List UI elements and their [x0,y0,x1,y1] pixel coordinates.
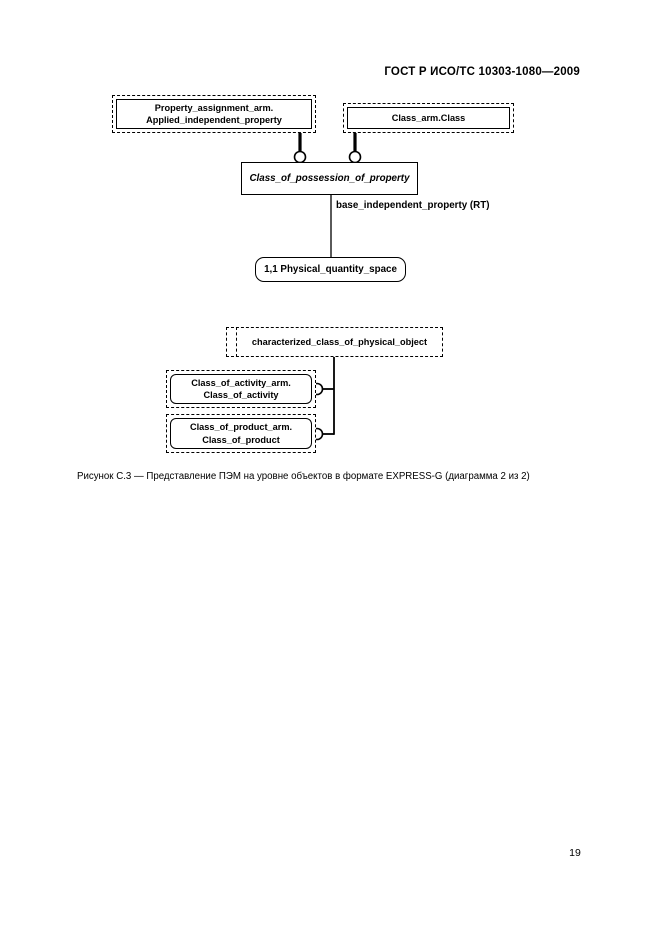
schema-ref-label: Class_arm.Class [391,112,466,123]
schema-ref-inner: Class_arm.Class [347,107,510,129]
schema-ref-line1: Property_assignment_arm. [154,102,274,113]
select-type-label: characterized_class_of_physical_object [251,337,428,347]
schema-ref-box-class-of-activity: Class_of_activity_arm. Class_of_activity [166,370,316,408]
schema-ref-line1: Class_of_activity_arm. [191,377,291,388]
schema-ref-inner: Class_of_activity_arm. Class_of_activity [170,374,312,404]
schema-ref-inner: Class_of_product_arm. Class_of_product [170,418,312,449]
schema-ref-line1: Class_of_product_arm. [189,422,293,432]
schema-ref-box-class: Class_arm.Class [343,103,514,133]
schema-ref-inner: Property_assignment_arm. Applied_indepen… [116,99,312,129]
schema-ref-line2: Class_of_product [202,434,280,445]
schema-ref-box-applied-independent-property: Property_assignment_arm. Applied_indepen… [112,95,316,133]
select-type-divider [236,327,237,357]
schema-ref-line2: Applied_independent_property [146,115,282,125]
running-header: ГОСТ Р ИСО/ТС 10303-1080—2009 [384,66,580,78]
schema-ref-box-class-of-product: Class_of_product_arm. Class_of_product [166,414,316,453]
figure-caption: Рисунок С.3 — Представление ПЭМ на уровн… [77,471,530,482]
select-type-box-characterized-class: characterized_class_of_physical_object [226,327,443,357]
schema-ref-line2: Class_of_activity [203,390,279,400]
attribute-label-base-independent-property: base_independent_property (RT) [336,200,490,211]
page-ref-label: 1,1 Physical_quantity_space [264,264,397,275]
open-circle-left [293,150,307,164]
entity-label: Class_of_possession_of_property [249,173,410,184]
entity-box-class-of-possession-of-property: Class_of_possession_of_property [241,162,418,195]
page-ref-box-physical-quantity-space: 1,1 Physical_quantity_space [255,257,406,282]
page-number: 19 [569,847,581,859]
open-circle-right [348,150,362,164]
